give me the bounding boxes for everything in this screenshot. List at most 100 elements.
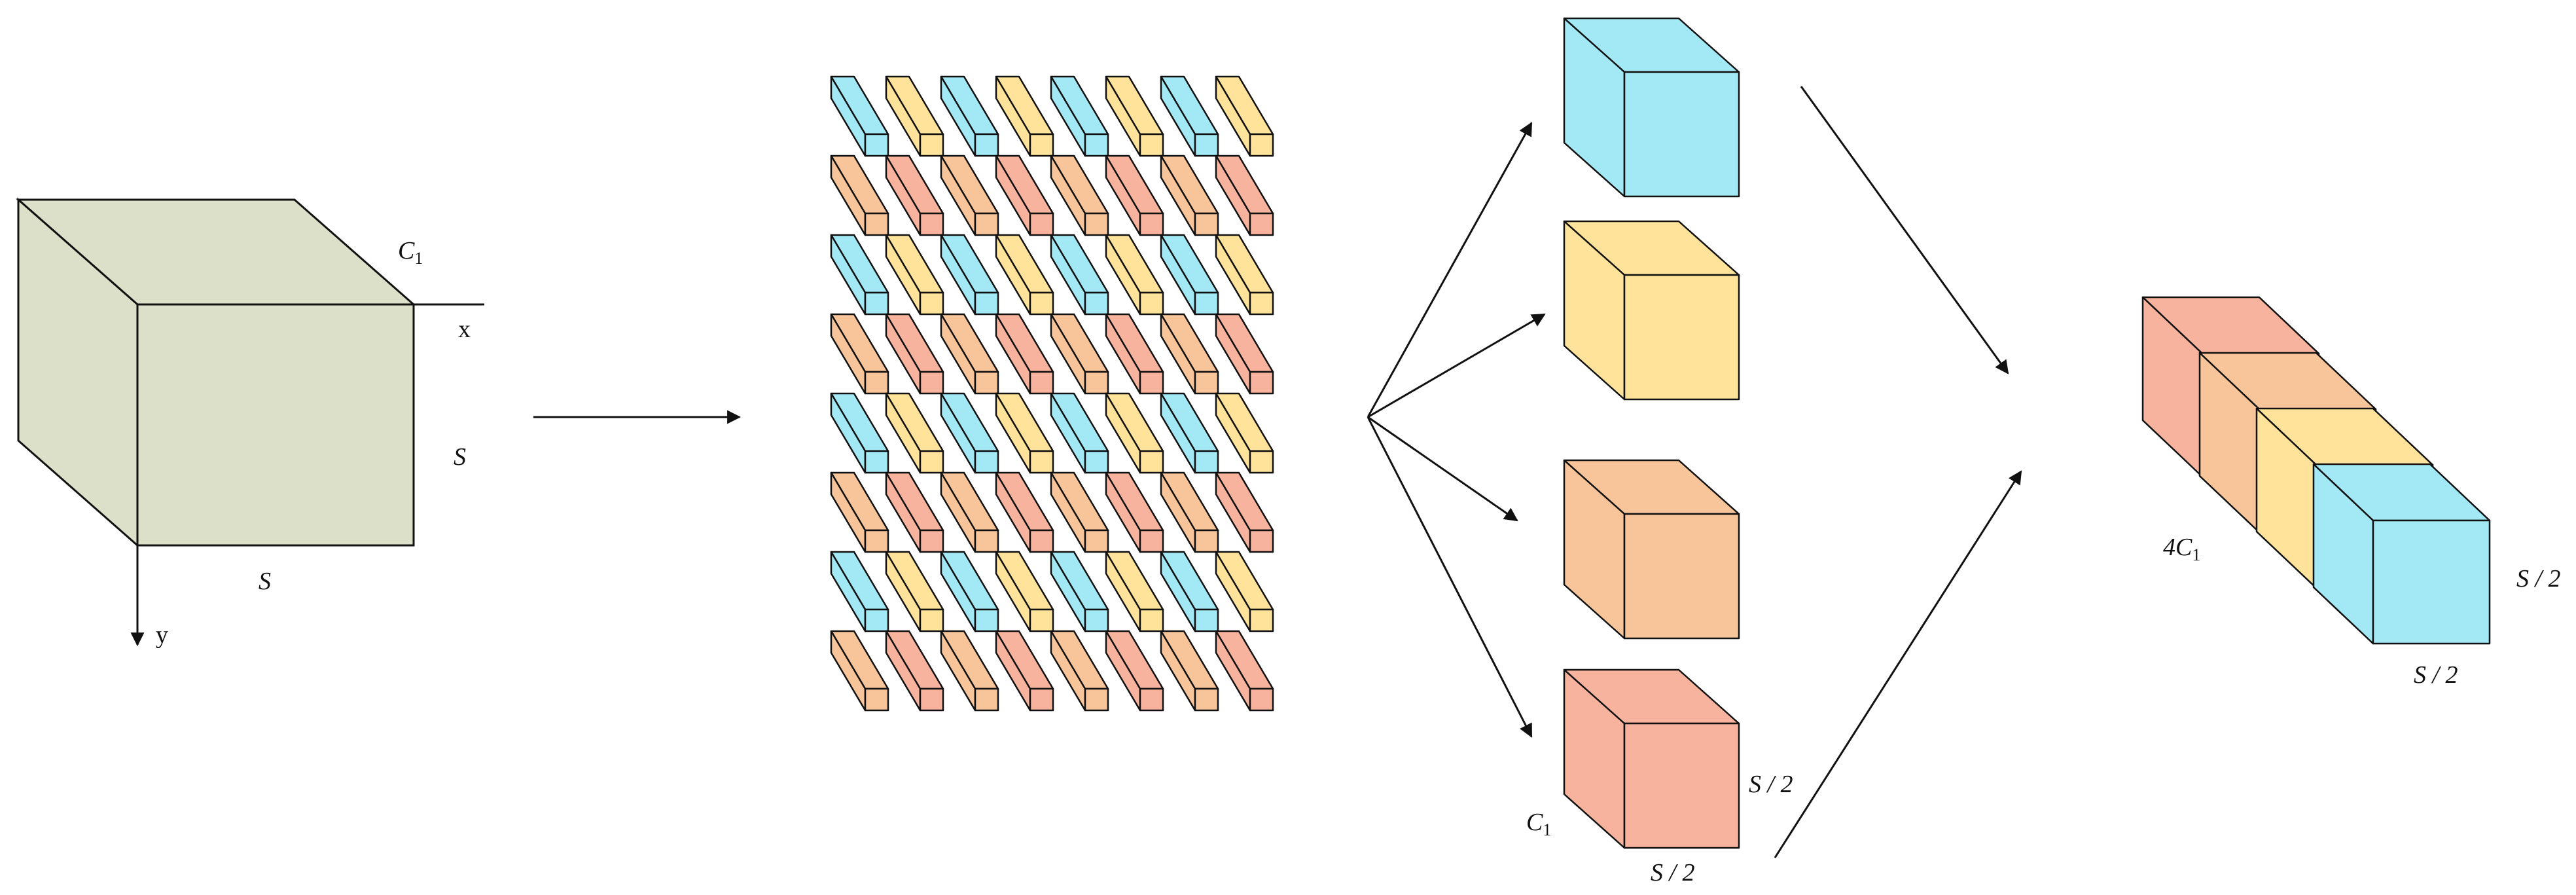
patch-salmon-front-face [919, 371, 944, 395]
output-labels: 4C1 S / 2 S / 2 [2163, 534, 2561, 689]
patch-salmon-front-face [1249, 529, 1274, 553]
patch-salmon [1215, 313, 1274, 395]
patch-yellow-front-face [1249, 291, 1274, 316]
split-cube-yellow-front-face [1623, 274, 1740, 401]
patch-salmon-front-face [1029, 212, 1054, 236]
patch-blue [830, 234, 889, 316]
patch-salmon-front-face [1139, 529, 1164, 553]
patch-yellow [1105, 551, 1164, 632]
patch-yellow [885, 392, 944, 474]
patch-orange [830, 313, 889, 395]
input-cube: C1 x y S S [16, 197, 484, 649]
split-arrow-blue [1367, 122, 1533, 418]
patch-orange [1160, 313, 1219, 395]
patch-blue-front-face [1084, 133, 1109, 157]
patch-salmon [885, 155, 944, 236]
patch-blue [940, 551, 999, 632]
split-arrows [1367, 122, 1546, 738]
patch-orange-front-face [864, 529, 889, 553]
patch-salmon [1105, 471, 1164, 553]
channel-label-split: C1 [1526, 809, 1551, 839]
patch-blue [1050, 551, 1109, 632]
patch-salmon-front-face [1029, 529, 1054, 553]
patch-orange-front-face [1194, 212, 1219, 236]
patch-blue-front-face [1194, 291, 1219, 316]
patch-salmon-front-face [1249, 212, 1274, 236]
patch-yellow-front-face [1139, 450, 1164, 474]
y-axis-label: y [156, 621, 168, 649]
patch-orange [940, 313, 999, 395]
patch-orange [1160, 471, 1219, 553]
patch-yellow [1105, 234, 1164, 316]
patch-yellow [995, 75, 1054, 157]
width-label-output: S / 2 [2414, 661, 2458, 689]
patch-salmon [1215, 155, 1274, 236]
patch-orange [940, 155, 999, 236]
patch-yellow-front-face [1249, 608, 1274, 632]
patch-blue [830, 551, 889, 632]
patch-orange-front-face [1084, 687, 1109, 712]
input-cube-front-face [136, 303, 415, 547]
patch-blue-front-face [864, 133, 889, 157]
patch-orange-front-face [864, 212, 889, 236]
patch-blue-front-face [864, 291, 889, 316]
split-cube-blue [1563, 17, 1740, 198]
split-arrow-yellow [1367, 313, 1546, 418]
patch-salmon [885, 313, 944, 395]
patch-salmon [885, 630, 944, 712]
patch-yellow [1215, 234, 1274, 316]
patch-orange-front-face [864, 371, 889, 395]
patch-orange-front-face [974, 371, 999, 395]
patch-blue-front-face [1194, 450, 1219, 474]
patch-salmon-front-face [1139, 687, 1164, 712]
patch-salmon-front-face [919, 687, 944, 712]
patch-salmon [995, 155, 1054, 236]
patch-yellow-front-face [919, 608, 944, 632]
output-stack [2141, 296, 2491, 645]
merge-arrow-bottom [1774, 470, 2022, 858]
patch-orange [830, 471, 889, 553]
patch-blue-front-face [864, 450, 889, 474]
patch-blue [1160, 551, 1219, 632]
patch-orange [1050, 155, 1109, 236]
split-arrow-salmon [1367, 416, 1533, 738]
patch-blue [1050, 234, 1109, 316]
patch-grid [830, 75, 1274, 712]
patch-blue [1160, 75, 1219, 157]
patch-salmon [885, 471, 944, 553]
merge-arrows [1774, 86, 2022, 858]
patch-orange-front-face [974, 687, 999, 712]
patch-orange [830, 630, 889, 712]
patch-orange [1050, 471, 1109, 553]
patch-salmon [995, 471, 1054, 553]
patch-yellow [885, 551, 944, 632]
patch-yellow-front-face [1139, 133, 1164, 157]
patch-yellow-front-face [1139, 608, 1164, 632]
patch-orange-front-face [1084, 371, 1109, 395]
patch-salmon-front-face [919, 212, 944, 236]
patch-yellow [1105, 75, 1164, 157]
split-block-labels: C1 S / 2 S / 2 [1526, 771, 1793, 886]
split-blocks [1563, 17, 1740, 849]
patch-orange [1050, 630, 1109, 712]
patch-blue [940, 392, 999, 474]
merge-arrow-top [1800, 86, 2009, 374]
patch-salmon-front-face [1139, 212, 1164, 236]
patch-blue [940, 234, 999, 316]
width-label-split: S / 2 [1651, 859, 1695, 886]
patch-orange-front-face [1194, 529, 1219, 553]
patch-orange-front-face [974, 529, 999, 553]
patch-orange-front-face [1194, 371, 1219, 395]
patch-yellow [995, 392, 1054, 474]
patch-orange [940, 630, 999, 712]
patch-salmon [1105, 155, 1164, 236]
channel-label-input: C1 [398, 237, 423, 268]
patch-salmon-front-face [1249, 371, 1274, 395]
patch-salmon [1215, 630, 1274, 712]
patch-yellow [885, 234, 944, 316]
patch-blue [830, 392, 889, 474]
patch-yellow-front-face [1249, 133, 1274, 157]
patch-orange-front-face [974, 212, 999, 236]
